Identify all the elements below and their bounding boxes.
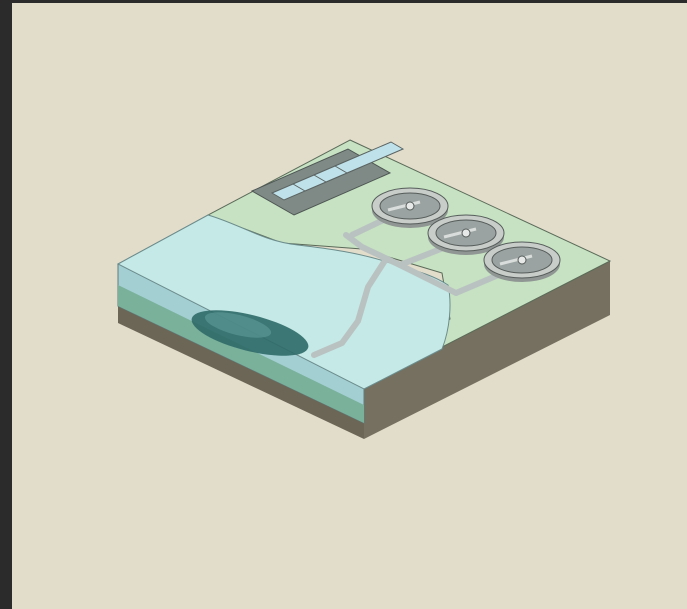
clarifier-tank — [484, 242, 560, 282]
wastewater-outfall-isometric-diagram — [12, 3, 687, 609]
diagram-canvas — [12, 3, 687, 609]
